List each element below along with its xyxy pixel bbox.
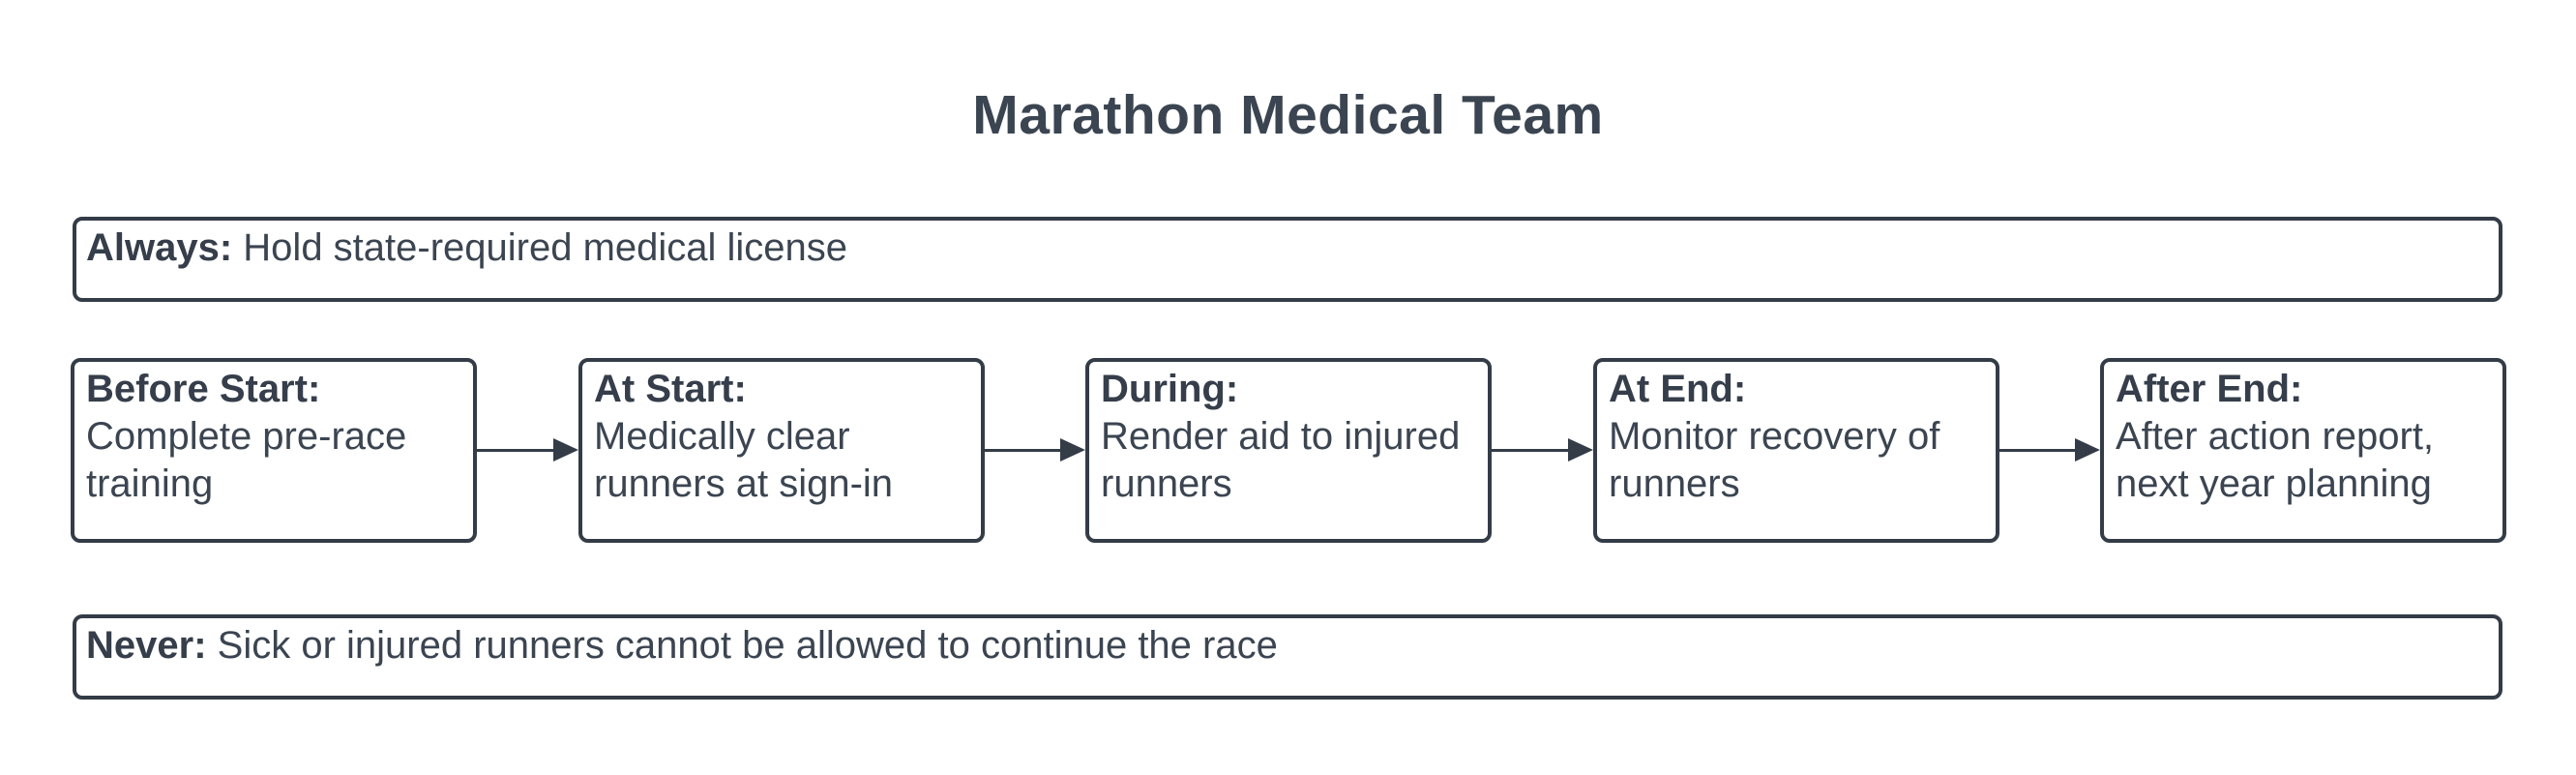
always-rule-box: Always: Hold state-required medical lice… [73, 217, 2502, 302]
never-rule-box: Never: Sick or injured runners cannot be… [73, 614, 2502, 700]
stage-label: At Start: [594, 368, 747, 410]
stage-label: Before Start: [86, 368, 321, 410]
stage-label: After End: [2116, 368, 2303, 410]
stage-text: Complete pre-race training [86, 415, 407, 505]
stage-box-at-end: At End: Monitor recovery of runners [1593, 358, 1999, 543]
diagram-title: Marathon Medical Team [972, 84, 1604, 146]
stage-box-during: During: Render aid to injured runners [1085, 358, 1492, 543]
always-rule-text: Hold state-required medical license [243, 226, 848, 269]
stage-box-before-start: Before Start: Complete pre-race training [71, 358, 477, 543]
flow-arrow-1 [477, 438, 578, 462]
stage-label: At End: [1609, 368, 1747, 410]
stage-text: Medically clear runners at sign-in [594, 415, 894, 505]
stage-text: After action report, next year planning [2116, 415, 2435, 505]
stage-box-at-start: At Start: Medically clear runners at sig… [578, 358, 985, 543]
stage-label: During: [1101, 368, 1239, 410]
flow-arrow-4 [1999, 438, 2100, 462]
stage-box-after-end: After End: After action report, next yea… [2100, 358, 2506, 543]
stage-text: Monitor recovery of runners [1609, 415, 1940, 505]
never-rule-text: Sick or injured runners cannot be allowe… [217, 624, 1278, 667]
flow-arrow-2 [985, 438, 1085, 462]
flow-arrow-3 [1492, 438, 1593, 462]
never-rule-label: Never: [86, 624, 207, 667]
stage-text: Render aid to injured runners [1101, 415, 1461, 505]
always-rule-label: Always: [86, 226, 233, 269]
